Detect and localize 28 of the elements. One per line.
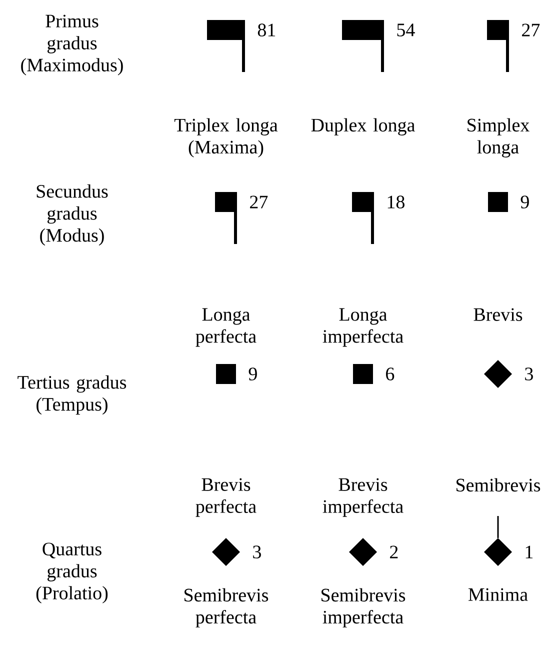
note-name: Triplex longa (Maxima) bbox=[174, 118, 278, 158]
note-name: Semibrevis bbox=[456, 478, 540, 492]
note-name: Brevis bbox=[474, 308, 522, 321]
value-number: 18 bbox=[388, 196, 404, 208]
value-number: 27 bbox=[250, 196, 268, 208]
value-number: 2 bbox=[390, 546, 398, 558]
value-number: 3 bbox=[525, 368, 533, 380]
note-name: Semibrevis perfecta bbox=[184, 588, 268, 628]
note-name: Brevis perfecta bbox=[196, 478, 256, 517]
row-heading: Secundus gradus (Modus) bbox=[36, 184, 108, 246]
value-number: 27 bbox=[522, 24, 540, 36]
value-number: 9 bbox=[248, 368, 257, 380]
row-heading: Tertius gradus (Tempus) bbox=[18, 375, 126, 415]
note-name: Simplex longa bbox=[468, 118, 530, 158]
value-number: 3 bbox=[253, 546, 261, 558]
note-name: Brevis imperfecta bbox=[322, 478, 404, 517]
value-number: 9 bbox=[520, 196, 529, 208]
value-number: 54 bbox=[397, 24, 415, 36]
note-name: Longa perfecta bbox=[196, 308, 256, 347]
row-heading: Quartus gradus (Prolatio) bbox=[36, 542, 108, 604]
note-name: Longa imperfecta bbox=[322, 308, 404, 347]
value-number: 1 bbox=[526, 546, 533, 558]
value-number: 81 bbox=[258, 24, 276, 36]
row-heading: Primus gradus (Maximodus) bbox=[21, 14, 123, 76]
note-name: Semibrevis imperfecta bbox=[322, 588, 406, 628]
note-name: Minima bbox=[468, 588, 528, 601]
note-name: Duplex longa bbox=[311, 118, 415, 136]
value-number: 6 bbox=[386, 368, 394, 380]
